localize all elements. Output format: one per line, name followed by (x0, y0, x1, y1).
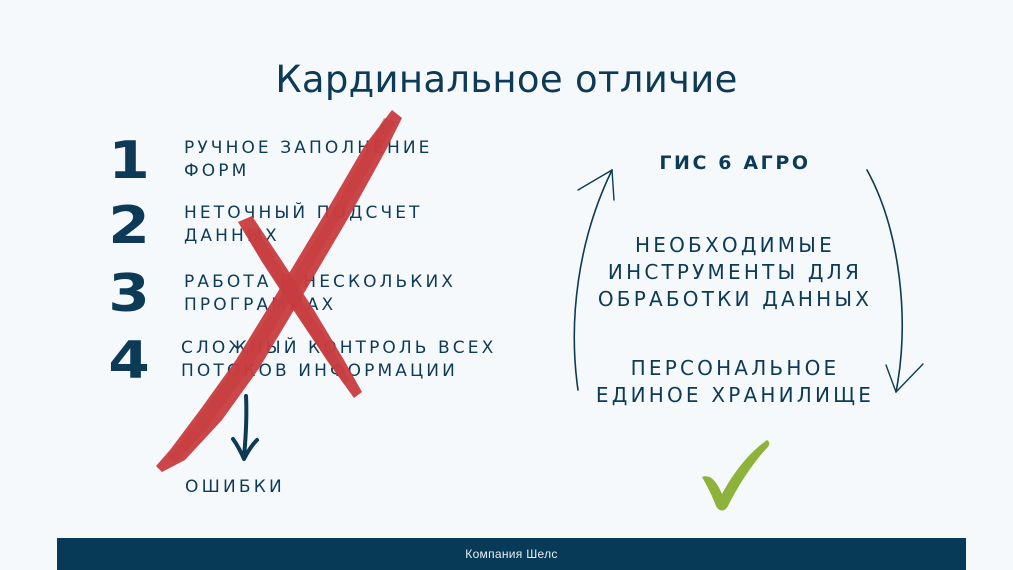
errors-label: ОШИБКИ (185, 477, 285, 497)
benefit-storage: ПЕРСОНАЛЬНОЕ ЕДИНОЕ ХРАНИЛИЩЕ (580, 355, 890, 409)
number-4: 4 (108, 331, 150, 391)
checkmark-icon (702, 440, 770, 511)
problem-item-4-line1: СЛОЖНЫЙ КОНТРОЛЬ ВСЕХ (181, 338, 497, 358)
problem-item-4: СЛОЖНЫЙ КОНТРОЛЬ ВСЕХ ПОТОКОВ ИНФОРМАЦИИ (181, 337, 496, 383)
problem-item-1-line1: РУЧНОЕ ЗАПОЛНЕНИЕ (184, 138, 433, 158)
number-3: 3 (108, 264, 150, 324)
benefit-storage-line1: ПЕРСОНАЛЬНОЕ (630, 356, 840, 380)
problem-item-2-line2: ДАННЫХ (184, 226, 280, 246)
arrow-down-icon (231, 394, 259, 461)
footer-bar: Компания Шелс (57, 538, 966, 570)
benefit-storage-line2: ЕДИНОЕ ХРАНИЛИЩЕ (595, 383, 875, 407)
problem-item-4-line2: ПОТОКОВ ИНФОРМАЦИИ (181, 361, 458, 381)
problem-item-3-line2: ПРОГРАММАХ (184, 295, 337, 315)
problem-item-1: РУЧНОЕ ЗАПОЛНЕНИЕ ФОРМ (184, 137, 433, 183)
number-1: 1 (108, 131, 150, 191)
footer-company: Компания Шелс (465, 547, 558, 561)
benefit-tools-line3: ОБРАБОТКИ ДАННЫХ (597, 287, 873, 311)
problem-item-3: РАБОТА В НЕСКОЛЬКИХ ПРОГРАММАХ (184, 271, 456, 317)
problem-item-2-line1: НЕТОЧНЫЙ ПОДСЧЕТ (184, 203, 423, 223)
benefit-tools: НЕОБХОДИМЫЕ ИНСТРУМЕНТЫ ДЛЯ ОБРАБОТКИ ДА… (580, 232, 890, 313)
benefit-tools-line1: НЕОБХОДИМЫЕ (635, 233, 835, 257)
number-2: 2 (108, 196, 150, 256)
problem-item-3-line1: РАБОТА В НЕСКОЛЬКИХ (184, 272, 457, 292)
problem-item-1-line2: ФОРМ (184, 161, 250, 181)
problem-item-2: НЕТОЧНЫЙ ПОДСЧЕТ ДАННЫХ (184, 202, 423, 248)
benefit-tools-line2: ИНСТРУМЕНТЫ ДЛЯ (607, 260, 863, 284)
slide-title: Кардинальное отличие (275, 58, 738, 101)
product-name: ГИС 6 АГРО (659, 152, 811, 174)
